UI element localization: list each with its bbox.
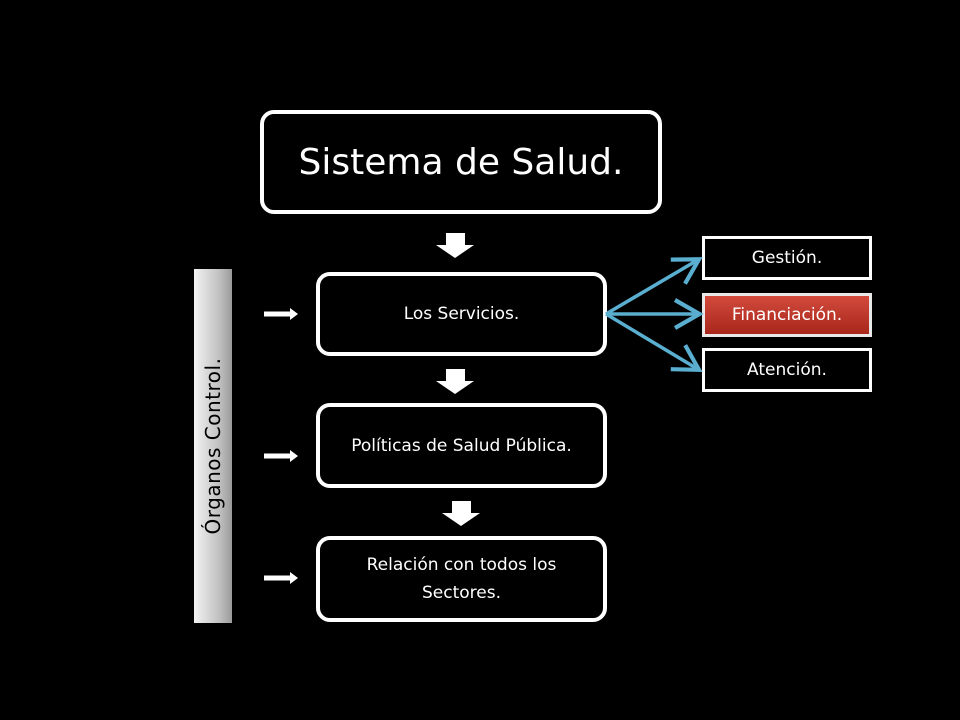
financiacion-label: Financiación. xyxy=(731,305,843,325)
down-arrow-2-icon xyxy=(436,369,474,394)
politicas-salud-publica-box: Políticas de Salud Pública. xyxy=(316,403,607,488)
sistema-de-salud-box: Sistema de Salud. xyxy=(260,110,662,214)
politicas-salud-publica-label: Políticas de Salud Pública. xyxy=(351,435,572,456)
atencion-box: Atención. xyxy=(702,348,872,392)
right-arrow-2-icon xyxy=(264,450,298,462)
financiacion-box: Financiación. xyxy=(702,293,872,337)
right-arrow-1-icon xyxy=(264,308,298,320)
atencion-label: Atención. xyxy=(747,360,827,380)
right-arrow-3-icon xyxy=(264,572,298,584)
gestion-box: Gestión. xyxy=(702,236,872,280)
los-servicios-box: Los Servicios. xyxy=(316,272,607,356)
los-servicios-label: Los Servicios. xyxy=(403,304,520,324)
relacion-sectores-box: Relación con todos los Sectores. xyxy=(316,536,607,622)
gestion-label: Gestión. xyxy=(751,248,823,268)
down-arrow-1-icon xyxy=(436,233,474,258)
branch-arrow-atencion-icon xyxy=(605,312,703,372)
down-arrow-3-icon xyxy=(442,501,480,526)
organos-control-bar xyxy=(194,269,232,623)
sistema-de-salud-title: Sistema de Salud. xyxy=(298,141,624,183)
relacion-sectores-label: Relación con todos los Sectores. xyxy=(366,555,557,603)
branch-arrow-gestion-icon xyxy=(605,257,703,316)
